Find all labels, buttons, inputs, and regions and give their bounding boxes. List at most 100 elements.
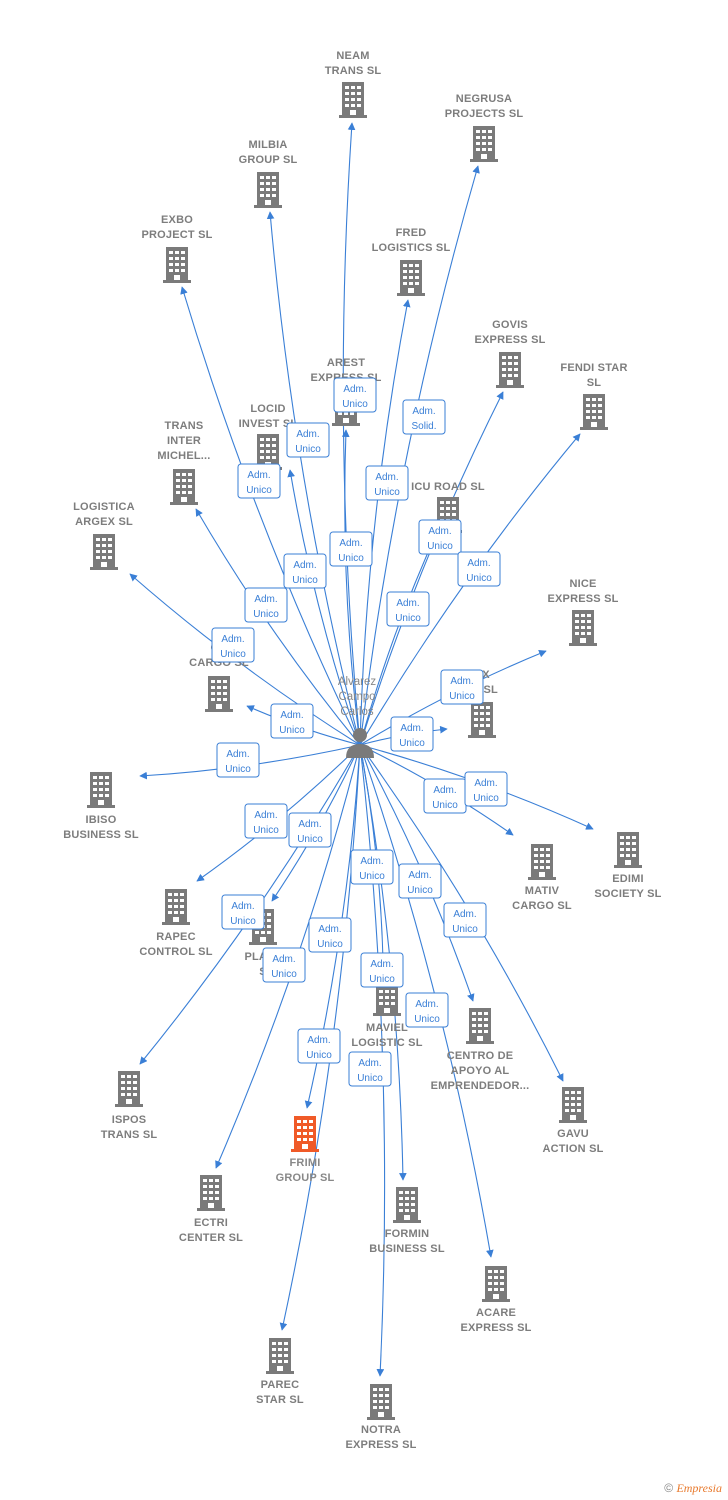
node-label-neam-line-2: TRANS SL: [325, 65, 382, 77]
node-label-gavu-line-2: ACTION SL: [542, 1143, 603, 1155]
edge-label-acare[interactable]: Adm.Unico: [405, 992, 449, 1028]
edge-label-text-line-2: Unico: [271, 969, 297, 980]
edge-label-parec[interactable]: Adm.Unico: [297, 1028, 341, 1064]
edge-label-text-line-1: Adm.: [370, 959, 393, 970]
edge-label-text-line-1: Adm.: [231, 901, 254, 912]
node-label-milbia-line-1: MILBIA: [248, 139, 287, 151]
edge-label-transinter[interactable]: Adm.Unico: [244, 587, 288, 623]
edge-logistica: [129, 573, 361, 746]
edge-label-text-line-2: Unico: [399, 738, 425, 749]
edge-labels-layer: Adm.UnicoAdm.Solid.Adm.UnicoAdm.UnicoAdm…: [211, 377, 508, 1087]
building-icon: [163, 247, 191, 283]
edge-label-text-line-2: Unico: [407, 885, 433, 896]
edge-label-box: [443, 902, 487, 938]
node-label-arest-line-1: AREST: [327, 357, 365, 369]
edge-label-maviel[interactable]: Adm.Unico: [350, 849, 394, 885]
edge-milbia: [266, 211, 361, 746]
edge-label-fred[interactable]: Adm.Unico: [365, 465, 409, 501]
edge-label-arest[interactable]: Adm.Unico: [329, 531, 373, 567]
edge-label-box: [262, 947, 306, 983]
node-label-ispos-line-2: TRANS SL: [101, 1129, 158, 1141]
edge-label-centro[interactable]: Adm.Unico: [398, 863, 442, 899]
edge-label-box: [211, 627, 255, 663]
edge-label-ectri[interactable]: Adm. Unico: [262, 947, 306, 983]
edge-label-mativ[interactable]: Adm.Unico: [423, 778, 467, 814]
edge-label-icuroad[interactable]: Adm.Unico: [386, 591, 430, 627]
edge-label-locid[interactable]: Adm.Unico: [283, 553, 327, 589]
building-icon: [197, 1175, 225, 1211]
node-label-govis-line-2: EXPRESS SL: [474, 334, 545, 346]
edge-icuroad: [359, 529, 439, 746]
edge-label-text-line-2: Unico: [253, 825, 279, 836]
edge-label-exbo[interactable]: Adm.Unico: [237, 463, 281, 499]
edge-label-text-line-2: Unico: [466, 573, 492, 584]
center-person-node[interactable]: Alvarez Campo Carlos: [338, 676, 377, 758]
edge-label-text-line-2: Unico: [253, 609, 279, 620]
edge-label-box: [286, 422, 330, 458]
edge-label-oncargo[interactable]: Adm.Unico: [270, 703, 314, 739]
edge-locid: [287, 469, 361, 746]
edge-label-text-line-1: Adm.: [272, 954, 295, 965]
building-highlight-icon: [291, 1116, 319, 1152]
edge-label-milbia[interactable]: Adm.Unico: [286, 422, 330, 458]
edge-label-ibiso[interactable]: Adm.Unico: [216, 742, 260, 778]
edge-label-formin[interactable]: Adm.Unico: [360, 952, 404, 988]
edge-label-ispos[interactable]: Adm.Unico: [221, 894, 265, 930]
edge-label-govis[interactable]: Adm.Unico: [418, 519, 462, 555]
edge-label-plast[interactable]: Adm.Unico: [288, 812, 332, 848]
edge-label-notra[interactable]: Adm.Unico: [348, 1051, 392, 1087]
node-label-maviel-line-2: LOGISTIC SL: [351, 1037, 422, 1049]
edge-label-frimi[interactable]: Adm. Unico: [308, 917, 352, 953]
edge-label-logistica[interactable]: Adm.Unico: [211, 627, 255, 663]
brand-logo[interactable]: Empresia: [676, 1481, 722, 1495]
edge-label-text-line-2: Unico: [452, 924, 478, 935]
edge-label-ux[interactable]: Adm.Unico: [390, 716, 434, 752]
edge-label-nice[interactable]: Adm.Unico: [440, 669, 484, 705]
edge-label-text-line-2: Unico: [395, 613, 421, 624]
building-icon: [470, 126, 498, 162]
edge-label-text-line-1: Adm.: [318, 924, 341, 935]
node-label-rapec-line-2: CONTROL SL: [139, 946, 212, 958]
edge-label-text-line-1: Adm.: [221, 634, 244, 645]
edge-label-rapec[interactable]: Adm.Unico: [244, 803, 288, 839]
edge-label-edimi[interactable]: Adm.Unico: [464, 771, 508, 807]
node-label-exbo-line-2: PROJECT SL: [141, 229, 212, 241]
edge-fred: [359, 299, 411, 746]
company-node-transinter[interactable]: TRANSINTERMICHEL...: [157, 420, 210, 505]
edge-label-neam[interactable]: Adm.Unico: [333, 377, 377, 413]
node-label-fendi-line-1: FENDI STAR: [560, 362, 627, 374]
edge-label-text-line-1: Adm.: [433, 785, 456, 796]
edge-label-gavu[interactable]: Adm.Unico: [443, 902, 487, 938]
company-node-icuroad[interactable]: ICU ROAD SL: [411, 481, 485, 533]
edge-label-text-line-2: Unico: [292, 575, 318, 586]
edge-label-fendi[interactable]: Adm.Unico: [457, 551, 501, 587]
edge-label-text-line-2: Unico: [317, 939, 343, 950]
node-label-transinter-line-2: INTER: [167, 435, 201, 447]
edge-label-negrusa[interactable]: Adm.Solid.: [402, 399, 446, 435]
